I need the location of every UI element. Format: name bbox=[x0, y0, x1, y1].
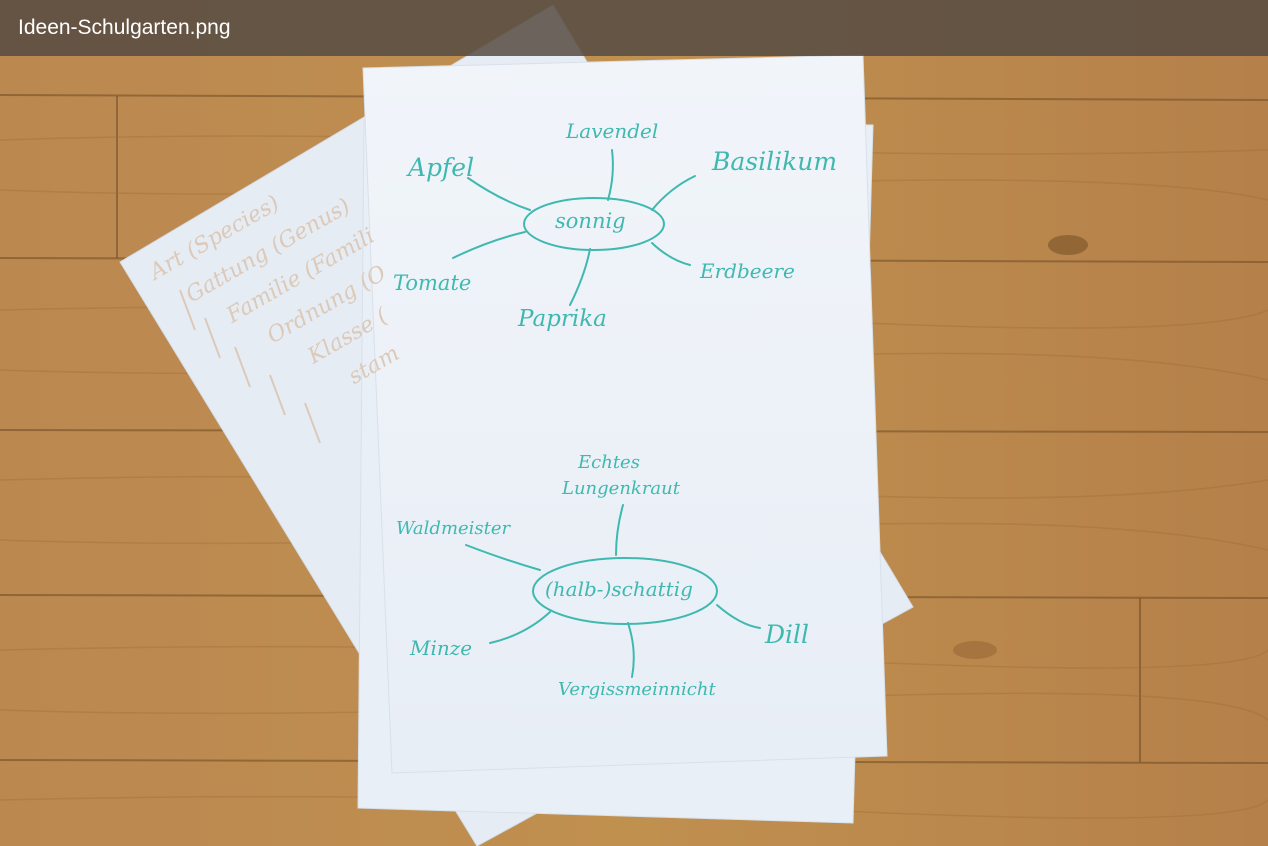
wood-knot bbox=[953, 641, 997, 659]
mindmap-center-label: (halb-)schattig bbox=[545, 577, 693, 601]
branch-label: Paprika bbox=[517, 306, 607, 332]
branch-label: Dill bbox=[764, 620, 809, 649]
branch-label: Tomate bbox=[393, 271, 471, 295]
branch-label: Waldmeister bbox=[396, 518, 512, 539]
wood-knot bbox=[1048, 235, 1088, 255]
mindmap-center-label: sonnig bbox=[555, 209, 626, 233]
branch-label: Basilikum bbox=[711, 147, 837, 176]
back-sheet-brackets bbox=[179, 289, 321, 444]
mindmap-shade-lines bbox=[465, 504, 761, 678]
branch-label: Minze bbox=[409, 636, 472, 660]
mindmap-shade-text: (halb-)schattig Echtes Lungenkraut Waldm… bbox=[396, 452, 809, 700]
branch-label: Lungenkraut bbox=[561, 478, 681, 499]
branch-label: Lavendel bbox=[565, 119, 658, 143]
branch-label: Apfel bbox=[406, 153, 474, 182]
branch-label: Echtes bbox=[577, 452, 640, 473]
mindmap-sunny-text: sonnig Lavendel Apfel Basilikum Tomate E… bbox=[393, 119, 837, 332]
viewer-title-bar: Ideen-Schulgarten.png bbox=[0, 0, 1268, 56]
branch-label: Erdbeere bbox=[699, 259, 795, 283]
mindmap-sunny-lines bbox=[452, 149, 696, 306]
front-sheet bbox=[362, 54, 888, 774]
branch-label: Vergissmeinnicht bbox=[558, 679, 716, 700]
file-name: Ideen-Schulgarten.png bbox=[18, 16, 231, 39]
